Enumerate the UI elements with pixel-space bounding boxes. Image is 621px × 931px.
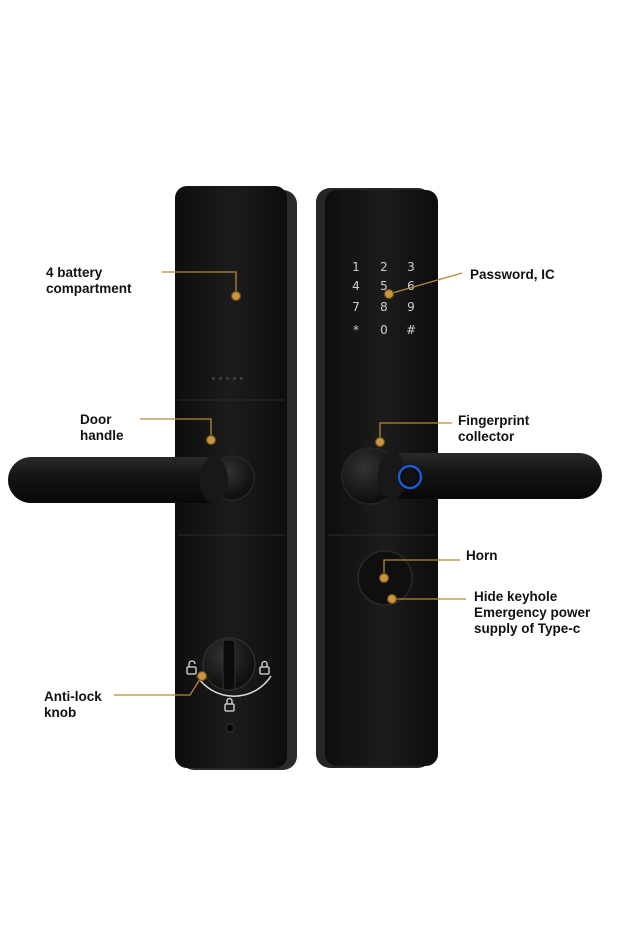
label-hide-keyhole: Hide keyhole Emergency power supply of T… bbox=[474, 589, 591, 636]
inside-handle bbox=[8, 455, 255, 503]
keypad-key-8: 9 bbox=[407, 300, 415, 314]
outside-panel: 1 2 3 4 5 6 7 8 9 * 0 # bbox=[316, 188, 602, 768]
keypad-key-3: 4 bbox=[352, 279, 360, 293]
keypad-key-10: 0 bbox=[380, 323, 388, 337]
keypad-key-11: # bbox=[406, 323, 416, 337]
keypad-key-7: 8 bbox=[380, 300, 388, 314]
label-fingerprint-collector: Fingerprint collector bbox=[458, 413, 530, 444]
callout-dots bbox=[196, 288, 398, 682]
padlock-closed-icon bbox=[259, 660, 270, 675]
outside-handle bbox=[341, 447, 602, 505]
keypad-key-1: 2 bbox=[380, 260, 388, 274]
anti-lock-knob bbox=[186, 637, 272, 712]
keypad: 1 2 3 4 5 6 7 8 9 * 0 # bbox=[352, 260, 416, 337]
padlock-open-icon bbox=[186, 660, 197, 675]
keypad-key-0: 1 bbox=[352, 260, 360, 274]
inside-panel bbox=[8, 186, 297, 770]
keypad-key-9: * bbox=[353, 323, 359, 337]
inside-bottom-hole bbox=[225, 723, 235, 733]
fingerprint-sensor-icon bbox=[397, 464, 423, 490]
label-password-ic: Password, IC bbox=[470, 267, 555, 282]
label-door-handle: Door handle bbox=[80, 412, 124, 443]
keypad-key-6: 7 bbox=[352, 300, 360, 314]
battery-vents bbox=[212, 377, 243, 380]
keypad-key-5: 6 bbox=[407, 279, 415, 293]
keypad-key-2: 3 bbox=[407, 260, 415, 274]
label-anti-lock-knob: Anti-lock knob bbox=[44, 689, 102, 720]
padlock-center-icon bbox=[224, 697, 235, 712]
callout-leaders bbox=[114, 271, 466, 696]
label-horn: Horn bbox=[466, 548, 498, 563]
label-battery-compartment: 4 battery compartment bbox=[46, 265, 132, 296]
keypad-key-4: 5 bbox=[380, 279, 388, 293]
